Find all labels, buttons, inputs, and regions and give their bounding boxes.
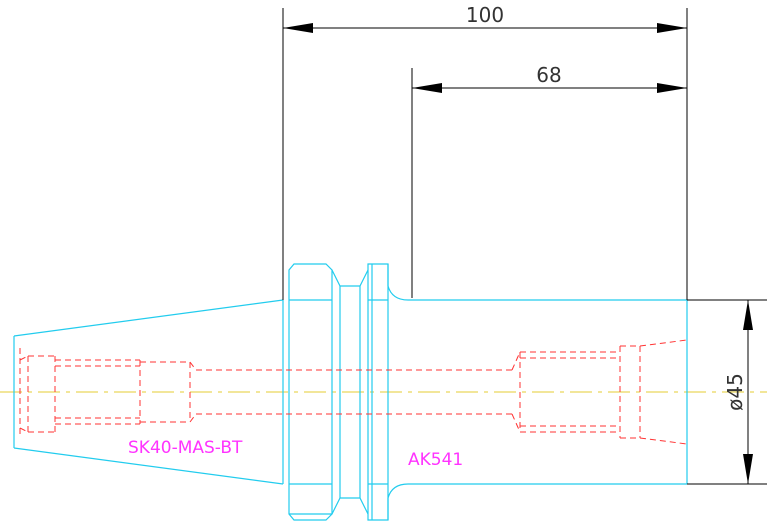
arrow-right-icon (657, 83, 687, 93)
dimension-diameter: ø45 (687, 299, 767, 485)
shank-length-label: 68 (536, 63, 561, 87)
hidden-bores (19, 339, 688, 445)
arrow-left-icon (412, 83, 442, 93)
arrow-left-icon (283, 23, 313, 33)
dimension-total-length: 100 (282, 3, 688, 300)
arrow-up-icon (743, 300, 753, 330)
total-length-label: 100 (466, 3, 504, 27)
part-number-label: AK541 (408, 450, 463, 470)
diameter-label: ø45 (723, 373, 747, 411)
dimension-shank-length: 68 (411, 63, 687, 298)
arrow-down-icon (743, 454, 753, 484)
arrow-right-icon (657, 23, 687, 33)
taper-spec-label: SK40-MAS-BT (128, 438, 243, 458)
holder-outline (13, 263, 688, 521)
